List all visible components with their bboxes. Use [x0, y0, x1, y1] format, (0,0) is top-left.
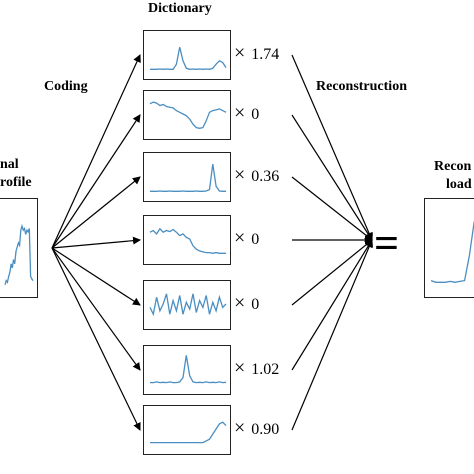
dictionary-atom-4-line [149, 227, 226, 254]
reconstruction-arrow-5 [291, 239, 373, 306]
coding-label: Coding [44, 79, 88, 94]
dictionary-atom-1-line [150, 47, 227, 70]
dictionary-atom-7-line [150, 421, 227, 444]
coefficient-value: 0.90 [251, 421, 280, 438]
coding-arrow-1 [51, 54, 141, 249]
result-label-line2: load [446, 177, 472, 192]
reconstruction-arrow-3 [291, 176, 373, 241]
dictionary-atom-5 [143, 280, 231, 330]
coefficient-value: 0 [251, 231, 260, 248]
reconstruction-arrow-6 [291, 239, 373, 371]
times-symbol: × [234, 42, 246, 64]
coding-arrows [51, 54, 141, 431]
dictionary-atom-2-svg [149, 101, 227, 129]
coding-arrow-2 [51, 114, 141, 249]
times-symbol: × [234, 164, 246, 186]
dictionary-atom-2 [143, 90, 231, 140]
dictionary-atom-6-line [150, 355, 227, 384]
original-profile-svg [4, 223, 34, 285]
dictionary-atom-5-svg [149, 293, 227, 317]
times-symbol: × [234, 417, 246, 439]
equals-sign: = [374, 219, 400, 268]
original-profile-line [4, 223, 34, 285]
coefficient-3: × 0.36 [234, 165, 279, 185]
reconstructed-profile-line [430, 221, 474, 283]
coding-arrow-3 [51, 176, 141, 249]
coefficient-value: 0 [251, 296, 260, 313]
dictionary-title: Dictionary [148, 1, 212, 16]
coefficient-6: × 1.02 [234, 358, 279, 378]
reconstruction-label: Reconstruction [316, 79, 407, 94]
coefficient-value: 0.36 [251, 168, 280, 185]
dictionary-atom-1 [143, 30, 231, 80]
coefficient-4: ×0 [234, 228, 259, 248]
times-symbol: × [234, 357, 246, 379]
dictionary-atom-3-svg [150, 164, 226, 192]
times-symbol: × [234, 102, 246, 124]
coding-arrow-4 [51, 236, 141, 249]
result-label-line1: Recon [434, 159, 472, 174]
coding-arrow-7 [51, 247, 141, 431]
reconstruction-arrows [291, 54, 373, 431]
times-symbol: × [234, 292, 246, 314]
dictionary-atom-7 [143, 405, 231, 455]
dictionary-atom-4 [143, 215, 231, 265]
dictionary-atom-7-svg [150, 421, 227, 444]
dictionary-atom-1-svg [150, 47, 227, 70]
original-profile-plot [0, 198, 38, 298]
coefficient-value: 1.74 [251, 46, 280, 63]
coefficient-7: × 0.90 [234, 418, 279, 438]
original-label-line1: nal [0, 157, 19, 172]
coefficient-2: ×0 [234, 103, 259, 123]
reconstruction-arrow-2 [291, 114, 373, 241]
dictionary-atom-3 [143, 152, 231, 202]
reconstruction-arrow-7 [291, 239, 373, 431]
dictionary-atom-2-line [149, 101, 227, 129]
reconstruction-arrow-1 [291, 54, 373, 241]
dictionary-atom-6-svg [150, 355, 227, 384]
original-label-line2: rofile [0, 175, 32, 190]
coefficient-1: × 1.74 [234, 43, 279, 63]
coefficient-value: 1.02 [251, 361, 280, 378]
reconstructed-profile-svg [430, 221, 474, 283]
reconstructed-profile-plot [424, 198, 474, 298]
coding-arrow-5 [51, 247, 141, 306]
dictionary-atom-6 [143, 345, 231, 395]
times-symbol: × [234, 227, 246, 249]
coding-arrow-6 [51, 247, 141, 371]
dictionary-atom-5-line [149, 293, 227, 317]
coefficient-5: ×0 [234, 293, 259, 313]
dictionary-atom-3-line [150, 164, 226, 192]
dictionary-atom-4-svg [149, 227, 226, 254]
coefficient-value: 0 [251, 106, 260, 123]
